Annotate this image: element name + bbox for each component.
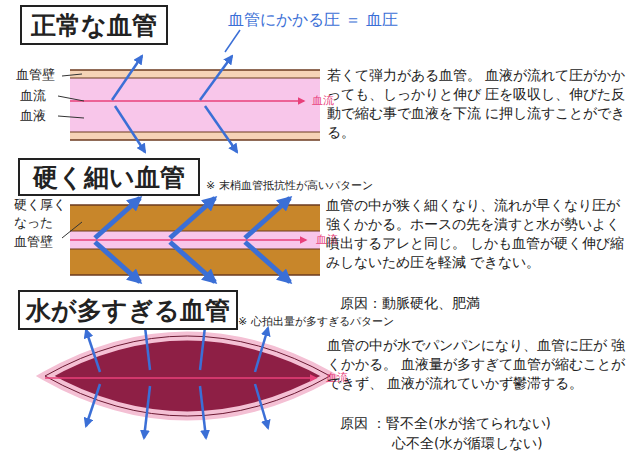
cause-text: 原因：動脈硬化、肥満 — [340, 294, 560, 313]
heading-box: 硬く細い血管 — [18, 158, 200, 196]
pattern-note: ※ 末梢血管抵抗性が高いパターン — [206, 178, 436, 194]
heading-box: 正常な血管 — [20, 5, 168, 45]
heading-text: 正常な血管 — [31, 13, 157, 38]
part-name: 血液 — [20, 107, 70, 125]
part-name: 硬く厚く なった 血管壁 — [14, 196, 70, 251]
description-text: 血管の中が狭く細くなり、流れが早くなり圧が 強くかかる。ホースの先を潰すと水が勢… — [326, 196, 630, 273]
heading-box: 水が多すぎる血管 — [18, 290, 238, 330]
part-name: 血管壁 — [16, 66, 76, 84]
normal-vessel — [58, 30, 320, 152]
heading-text: 硬く細い血管 — [33, 165, 185, 190]
description-text: 血管の中が水でパンパンになり、血管に圧が 強くかかる。 血液量が多すぎて血管が縮… — [327, 336, 629, 393]
narrow-vessel — [62, 198, 320, 282]
pattern-note: ※ 心拍出量が多すぎるパターン — [238, 314, 478, 330]
pressure-caption: 血管にかかる圧 ＝ 血圧 — [228, 9, 428, 32]
heading-text: 水が多すぎる血管 — [26, 298, 230, 323]
part-name: 血流 — [20, 87, 70, 105]
cause-text: 心不全(水が循環しない) — [392, 434, 612, 453]
swollen-vessel — [45, 318, 330, 438]
description-text: 若くて弾力がある血管。 血液が流れて圧がかかっても、しっかりと伸び 圧を吸収し、… — [327, 66, 627, 143]
cause-text: 原因 ：腎不全(水が捨てられない) — [340, 414, 610, 433]
